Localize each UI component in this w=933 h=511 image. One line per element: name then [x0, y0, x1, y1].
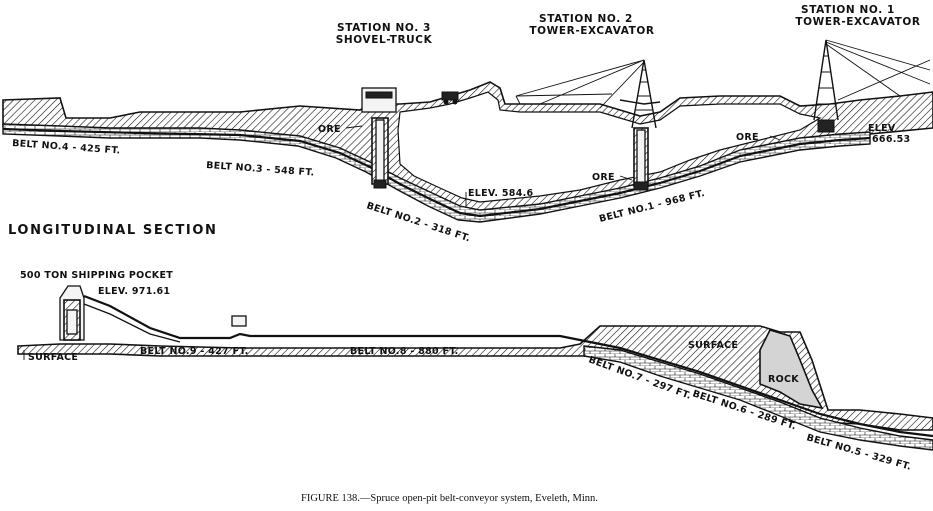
station-2-line2: TOWER-EXCAVATOR	[529, 25, 654, 37]
ore-pointer-1	[345, 125, 363, 129]
ore-label-1: ORE	[318, 124, 341, 135]
station-2-tower	[515, 59, 661, 191]
shipping-pocket-label: 500 TON SHIPPING POCKET	[20, 270, 173, 281]
station-1-line1: STATION NO. 1	[801, 4, 895, 16]
elevation-low: ELEV. 584.6	[468, 188, 534, 199]
shovel-truck-icon	[441, 91, 459, 105]
pocket-elevation: ELEV. 971.61	[98, 286, 170, 297]
belt-incline-9	[83, 294, 933, 438]
belt-9-label: BELT NO.9 - 427 FT.	[140, 346, 249, 357]
station-2-line1: STATION NO. 2	[539, 13, 633, 25]
ore-label-2: ORE	[592, 172, 615, 183]
rock-label: ROCK	[768, 374, 799, 385]
station-3-line2: SHOVEL-TRUCK	[336, 34, 433, 46]
station-1-line2: TOWER-EXCAVATOR	[795, 16, 920, 28]
lower-ground-hatch	[17, 325, 933, 431]
elevation-right-line1: ELEV	[868, 123, 896, 134]
rock-mass	[759, 329, 824, 410]
belt-line-upper	[2, 127, 871, 218]
belt-4-label: BELT NO.4 - 425 FT.	[12, 138, 121, 157]
belt-3-label: BELT NO.3 - 548 FT.	[206, 160, 315, 179]
upper-section	[2, 39, 933, 223]
belt-incline-9-lower	[83, 303, 181, 343]
ore-pointer-3	[769, 135, 781, 141]
station-1-tower	[813, 39, 931, 133]
lower-belt-bricks	[583, 345, 933, 451]
pit-interior	[397, 91, 822, 203]
surface-label-right: SURFACE	[688, 340, 738, 351]
station-3-structure	[361, 87, 397, 189]
transfer-house	[231, 315, 247, 327]
ore-label-3: ORE	[736, 132, 759, 143]
lower-section	[17, 285, 933, 451]
figure-caption: FIGURE 138.—Spruce open-pit belt-conveyo…	[301, 493, 598, 504]
surface-label-left: SURFACE	[28, 352, 78, 363]
elevation-right-line2: 666.53	[872, 134, 910, 145]
longitudinal-section-title: LONGITUDINAL SECTION	[8, 223, 217, 238]
belt-8-label: BELT NO.8 - 880 FT.	[350, 346, 459, 357]
station-3-line1: STATION NO. 3	[337, 22, 431, 34]
ore-pointer-2	[619, 175, 633, 181]
shipping-pocket	[59, 285, 85, 341]
